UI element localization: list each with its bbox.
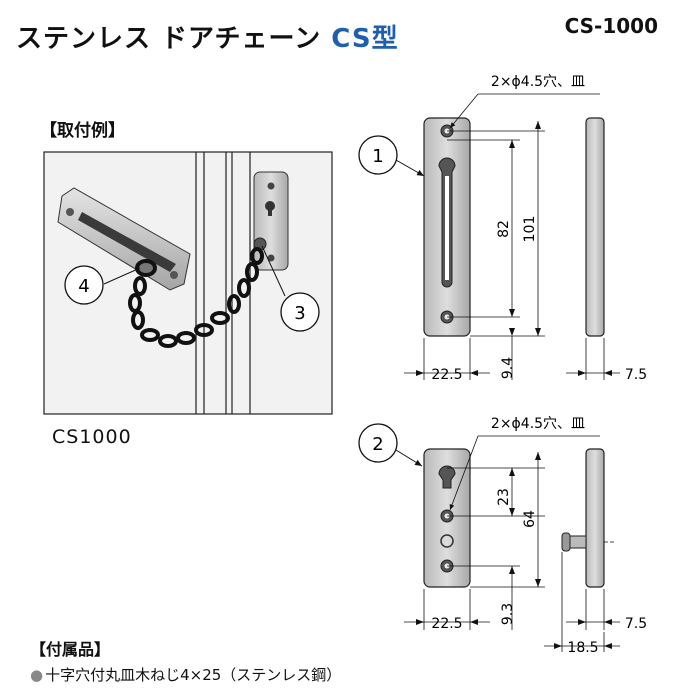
callout-3 — [280, 292, 320, 332]
part2-dim-thickness: 7.5 — [625, 616, 647, 632]
installation-illustration: 4 3 — [43, 151, 333, 415]
title-text: ステンレス ドアチェーン — [16, 24, 332, 54]
example-label: 【取付例】 — [40, 121, 125, 141]
part2-drawing: 2 23 64 9.3 22.5 — [358, 416, 647, 656]
callout-3-label: 3 — [294, 303, 305, 324]
example-caption: CS1000 — [52, 426, 132, 448]
part1-dim-thickness: 7.5 — [625, 367, 647, 383]
part1-dim-height-inner: 82 — [496, 220, 512, 238]
part1-dim-height-outer: 101 — [522, 216, 538, 243]
chain-illustration — [128, 247, 264, 348]
part2-plate-side — [585, 448, 605, 588]
part2-number-circle — [358, 423, 398, 463]
accessories-item-text: 十字穴付丸皿木ねじ4×25（ステンレス鋼） — [45, 666, 342, 684]
part1-plate-side — [585, 117, 605, 337]
part2-dim-width: 22.5 — [431, 616, 462, 632]
accessories-heading: 【付属品】 — [30, 640, 111, 659]
part2-dim-bottom: 9.3 — [500, 603, 516, 625]
part2-hole-note: 2×ϕ4.5穴、皿 — [491, 416, 585, 432]
part1-dim-width: 22.5 — [431, 367, 462, 383]
part1-dim-bottom: 9.4 — [500, 357, 516, 379]
part1-drawing: 1 82 101 9.4 22.5 — [358, 74, 647, 383]
bullet-icon: ● — [30, 666, 44, 684]
page-title: ステンレス ドアチェーン CS型 — [16, 18, 399, 55]
part2-dim-height-inner: 23 — [496, 488, 512, 506]
keyhole-plate-illustration — [253, 171, 289, 271]
part2-number: 2 — [372, 434, 383, 455]
part2-dim-height-outer: 64 — [522, 510, 538, 528]
part1-hole-note: 2×ϕ4.5穴、皿 — [491, 74, 585, 90]
accessories-item: ●十字穴付丸皿木ねじ4×25（ステンレス鋼） — [30, 664, 341, 685]
title-model-type: CS型 — [331, 24, 399, 54]
slot-plate-illustration — [57, 187, 191, 291]
part2-dim-depth: 18.5 — [567, 640, 598, 656]
model-code: CS-1000 — [564, 14, 658, 38]
callout-4-label: 4 — [78, 276, 89, 297]
part1-number: 1 — [372, 146, 383, 167]
callout-4 — [64, 265, 104, 305]
part1-number-circle — [358, 135, 398, 175]
